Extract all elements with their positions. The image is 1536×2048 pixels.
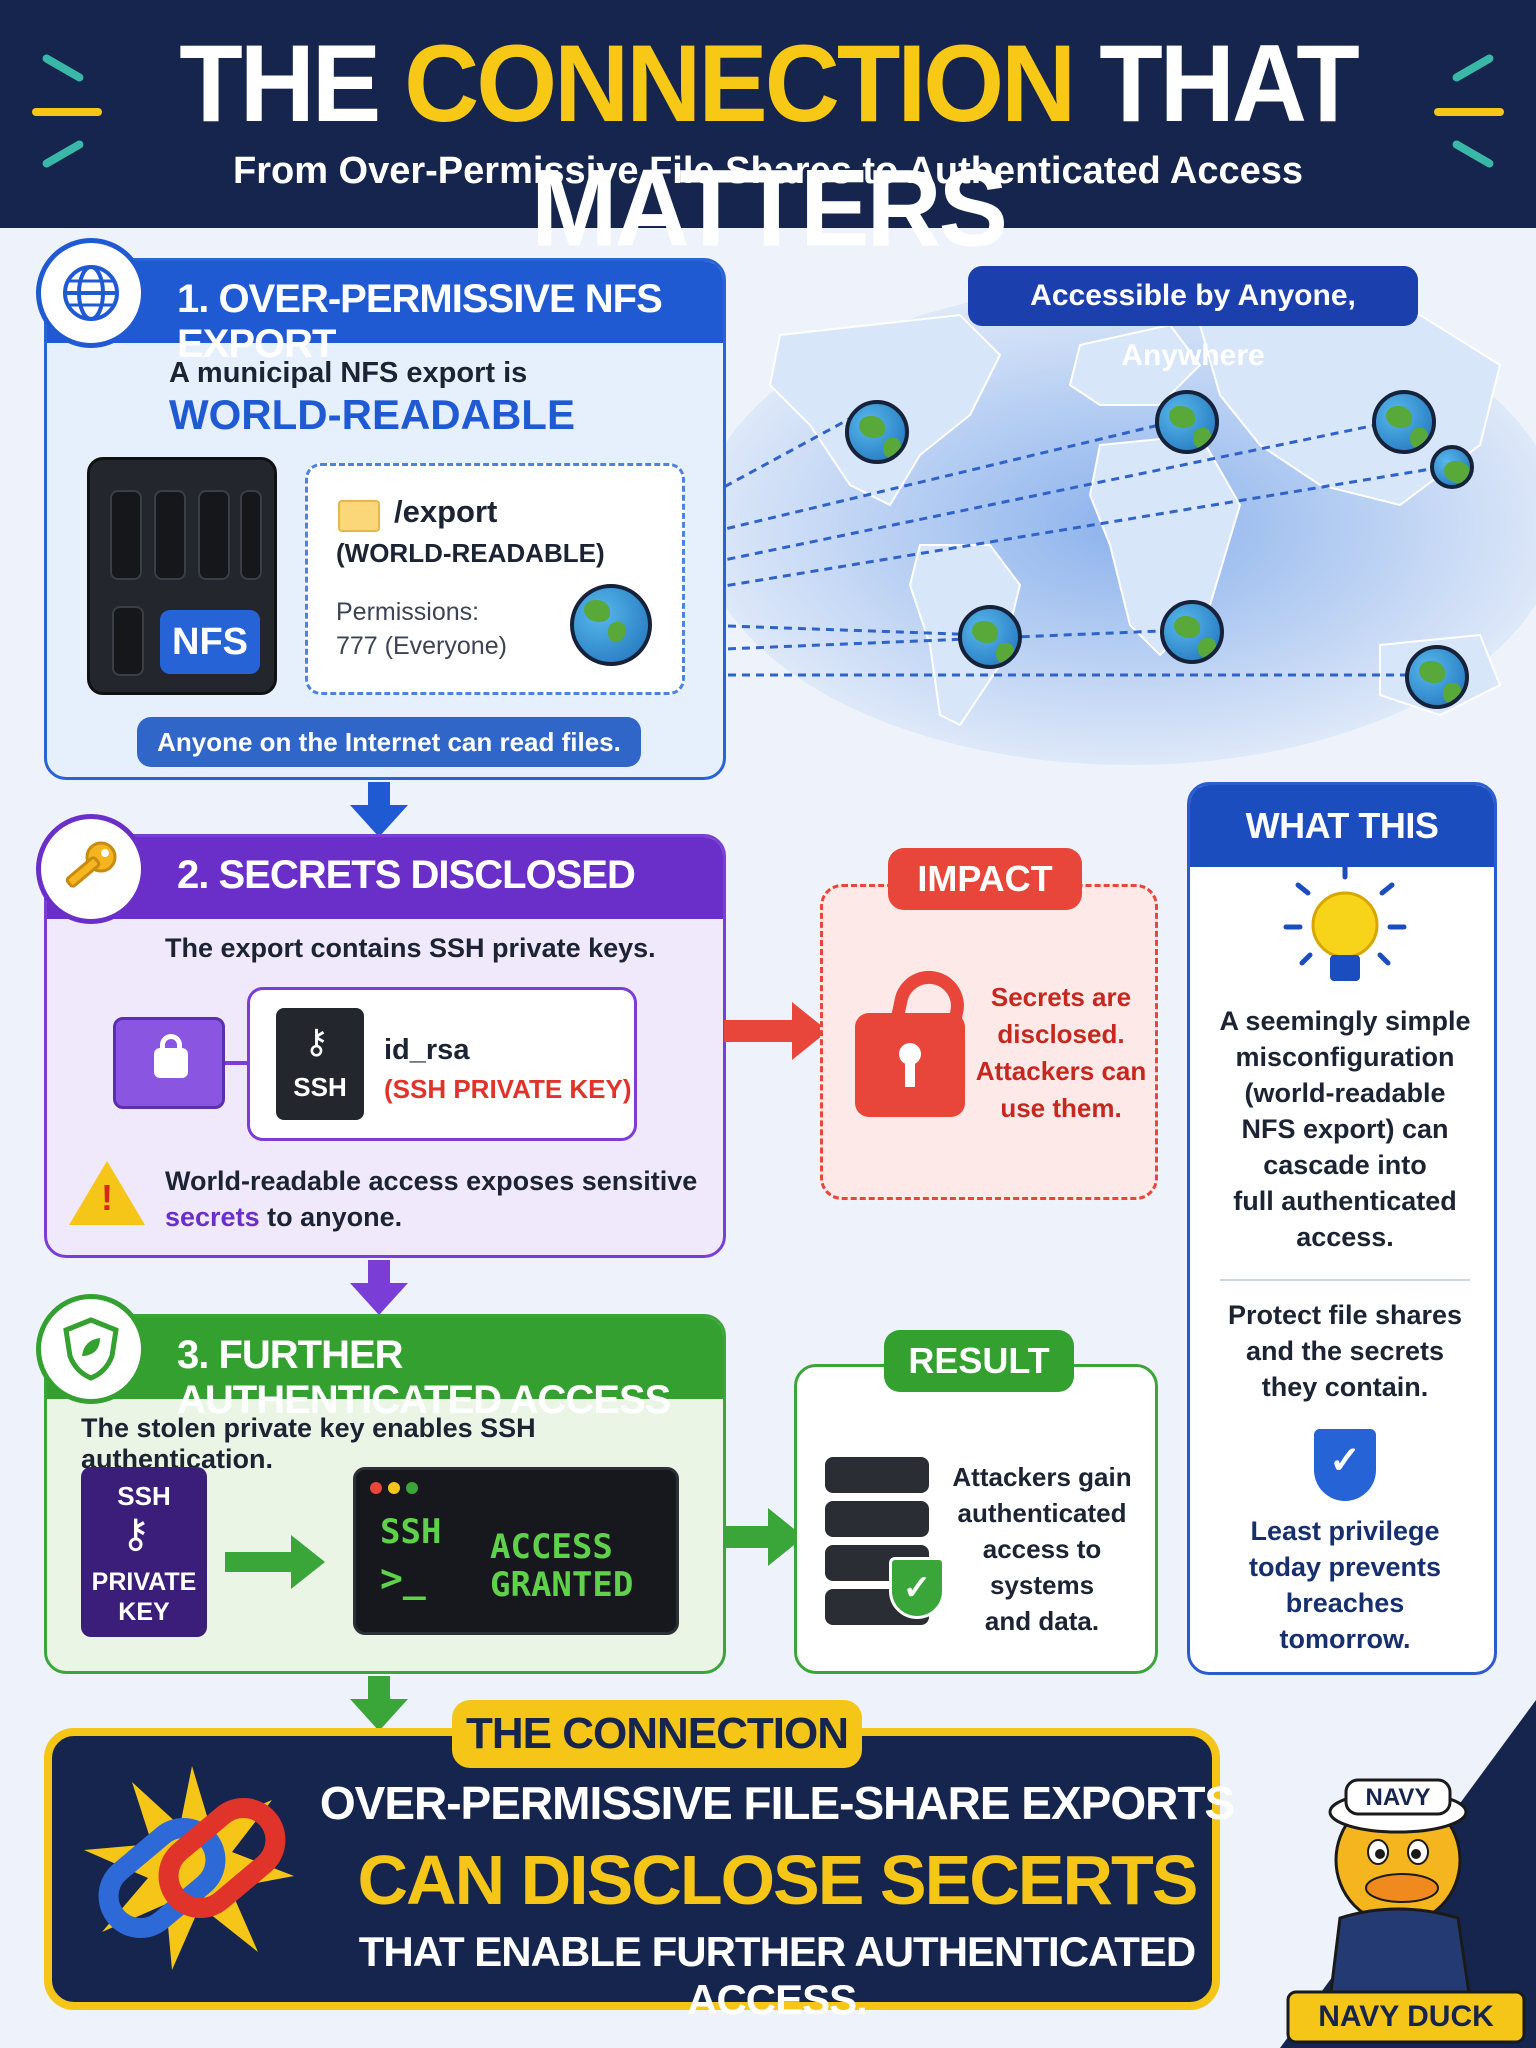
- flow-arrow: [350, 1699, 408, 1731]
- flow-arrow: [350, 1283, 408, 1315]
- connection-line-1: OVER-PERMISSIVE FILE-SHARE EXPORTS: [319, 1777, 1235, 1829]
- permissions-value: 777 (Everyone): [336, 632, 507, 660]
- key-icon: [65, 841, 117, 888]
- shield-leaf-icon: [63, 1317, 119, 1381]
- world-readable-label: WORLD-READABLE: [169, 391, 575, 438]
- section-intro: A municipal NFS export is: [169, 357, 528, 389]
- globe-icon: [1155, 390, 1219, 454]
- export-info-card: /export (WORLD-READABLE) Permissions: 77…: [305, 463, 685, 695]
- flow-arrow: [724, 1020, 794, 1042]
- accent-dash: [1434, 108, 1504, 116]
- section-title: 2. SECRETS DISCLOSED: [177, 853, 636, 897]
- section-header: [47, 837, 723, 919]
- section-footer: Anyone on the Internet can read files.: [137, 717, 641, 767]
- locked-folder-icon: [113, 1017, 225, 1109]
- shield-check-icon: ✓: [889, 1557, 945, 1619]
- globe-icon: [1372, 390, 1436, 454]
- navy-duck-mascot: [1280, 1700, 1536, 2048]
- section-header: [47, 1317, 723, 1399]
- section-title: 1. OVER-PERMISSIVE NFS EXPORT: [177, 277, 663, 366]
- permissions-label: Permissions:: [336, 598, 480, 626]
- section-nfs-export: 1. OVER-PERMISSIVE NFS EXPORT A municipa…: [44, 258, 726, 780]
- section-intro: The stolen private key enables SSH authe…: [81, 1413, 536, 1474]
- section-header: [47, 261, 723, 343]
- export-path: /export: [394, 494, 498, 529]
- connection-line-3: THAT ENABLE FURTHER AUTHENTICATED ACCESS…: [358, 1928, 1197, 2023]
- mascot-banner: NAVY DUCK: [1318, 2000, 1494, 2033]
- key-badge: [36, 814, 146, 924]
- header: THE CONNECTION THAT MATTERS From Over-Pe…: [0, 0, 1536, 270]
- globe-icon: [570, 584, 652, 666]
- means-title: WHAT THIS MEANS: [1190, 785, 1494, 928]
- connection-banner: OVER-PERMISSIVE FILE-SHARE EXPORTS CAN D…: [44, 1728, 1235, 2023]
- globe-badge: [36, 238, 146, 348]
- globe-icon: [958, 605, 1022, 669]
- globe-icon: [1160, 600, 1224, 664]
- server-rack-icon: ✓: [825, 1457, 945, 1627]
- ssh-file-label: SSH: [293, 1072, 347, 1102]
- terminal-prompt: >_: [380, 1556, 426, 1600]
- ssh-key-top-label: SSH: [117, 1481, 171, 1511]
- key-icon: ⚷: [121, 1512, 151, 1556]
- private-key-card: ⚷ SSH id_rsa (SSH PRIVATE KEY): [247, 987, 637, 1141]
- flow-arrow: [368, 782, 390, 806]
- connection-line-2: CAN DISCLOSE SECERTS: [357, 1841, 1199, 1919]
- mascot-corner: NAVY NAVY DUCK: [1280, 1700, 1536, 2048]
- section-authenticated-access: 3. FURTHER AUTHENTICATED ACCESS The stol…: [44, 1314, 726, 1674]
- file-name: id_rsa: [384, 1034, 470, 1066]
- globe-icon: [1405, 645, 1469, 709]
- globe-icon: [1430, 445, 1474, 489]
- chain-link-icon: [84, 1766, 294, 1970]
- folder-icon: [338, 500, 380, 532]
- world-map-graphic: [699, 285, 1536, 765]
- flow-arrow: [225, 1552, 293, 1572]
- terminal-command: SSH: [380, 1512, 442, 1552]
- export-path-note: (WORLD-READABLE): [336, 538, 605, 568]
- globe-icon: [845, 400, 909, 464]
- accent-dash: [32, 108, 102, 116]
- divider: [1220, 1279, 1470, 1281]
- page-subtitle: From Over-Permissive File Shares to Auth…: [232, 150, 1304, 192]
- file-description: (SSH PRIVATE KEY): [384, 1074, 632, 1104]
- flow-arrow: [368, 1676, 390, 1700]
- flow-arrow: [368, 1260, 390, 1284]
- unlocked-padlock-icon: [855, 1013, 965, 1117]
- shield-badge: [36, 1294, 146, 1404]
- globe-icon: [63, 265, 119, 321]
- connection-tag: THE CONNECTION: [452, 1700, 862, 1768]
- what-this-means-panel: WHAT THIS MEANS A seemingly simplemiscon…: [1187, 782, 1497, 1675]
- result-tag: RESULT: [884, 1330, 1074, 1392]
- lightbulb-icon: [1283, 862, 1407, 981]
- mascot-hat-text: NAVY: [1365, 1784, 1431, 1811]
- impact-tag: IMPACT: [888, 848, 1082, 910]
- world-map: [699, 245, 1536, 765]
- flow-arrow: [291, 1535, 325, 1589]
- world-banner: Accessible by Anyone, Anywhere: [968, 266, 1418, 372]
- flow-arrow: [724, 1526, 770, 1548]
- flow-arrow: [350, 805, 408, 837]
- nfs-server-device: NFS: [87, 457, 277, 695]
- nfs-label: NFS: [160, 610, 260, 674]
- shield-check-icon: ✓: [1314, 1429, 1376, 1501]
- section-title: 3. FURTHER AUTHENTICATED ACCESS: [177, 1333, 671, 1422]
- ssh-file-icon: ⚷ SSH: [276, 1008, 364, 1120]
- page-title: THE CONNECTION THAT MATTERS: [179, 23, 1359, 270]
- section-intro: The export contains SSH private keys.: [165, 933, 656, 963]
- warning-icon: [69, 1161, 145, 1225]
- section-secrets-disclosed: 2. SECRETS DISCLOSED The export contains…: [44, 834, 726, 1258]
- key-icon: ⚷: [304, 1023, 329, 1061]
